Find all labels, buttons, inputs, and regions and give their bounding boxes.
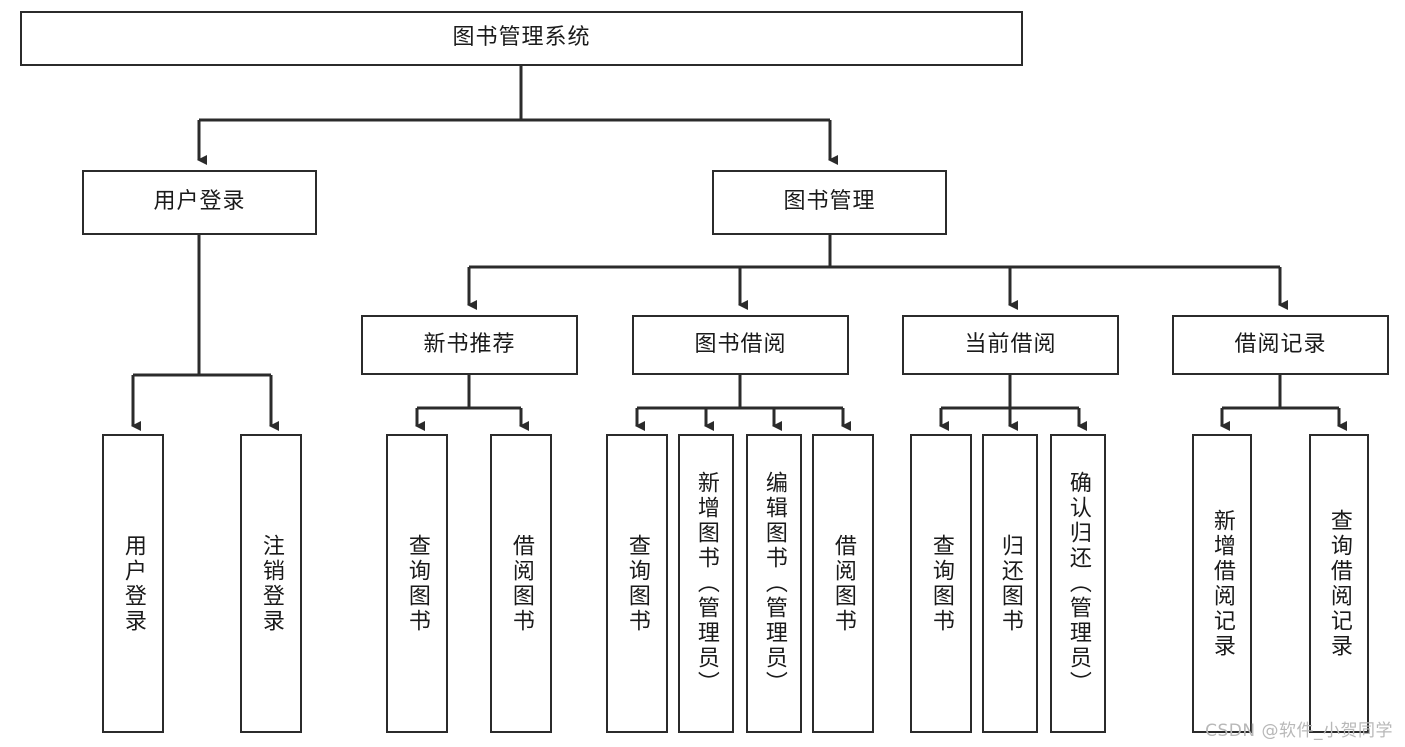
node-leaf-edit-book-admin-label: 编辑图书（管理员）	[761, 471, 787, 696]
node-leaf-add-book-admin[interactable]: 新增图书（管理员）	[678, 434, 734, 733]
node-leaf-confirm-return-admin[interactable]: 确认归还（管理员）	[1050, 434, 1106, 733]
node-book-borrow-label: 图书借阅	[694, 331, 787, 357]
node-user-login-label: 用户登录	[153, 189, 246, 215]
node-current-borrow-label: 当前借阅	[964, 331, 1057, 357]
node-leaf-recommend-borrow-book[interactable]: 借阅图书	[490, 434, 552, 733]
node-leaf-query-borrow-record-label: 查询借阅记录	[1326, 508, 1352, 659]
node-leaf-confirm-return-admin-label: 确认归还（管理员）	[1065, 471, 1091, 696]
node-root-label: 图书管理系统	[452, 25, 591, 51]
node-user-login[interactable]: 用户登录	[82, 170, 317, 235]
node-leaf-add-borrow-record[interactable]: 新增借阅记录	[1192, 434, 1252, 733]
node-leaf-borrow-query-book[interactable]: 查询图书	[606, 434, 668, 733]
node-leaf-query-borrow-record[interactable]: 查询借阅记录	[1309, 434, 1369, 733]
node-leaf-login[interactable]: 用户登录	[102, 434, 164, 733]
node-new-book-recommend-label: 新书推荐	[423, 331, 516, 357]
node-leaf-return-book-label: 归还图书	[997, 533, 1023, 634]
node-leaf-current-query-book[interactable]: 查询图书	[910, 434, 972, 733]
node-leaf-recommend-query-book[interactable]: 查询图书	[386, 434, 448, 733]
node-book-borrow[interactable]: 图书借阅	[632, 315, 849, 375]
node-current-borrow[interactable]: 当前借阅	[902, 315, 1119, 375]
node-book-manage-label: 图书管理	[783, 189, 876, 215]
node-leaf-borrow-query-book-label: 查询图书	[624, 533, 650, 634]
node-leaf-current-query-book-label: 查询图书	[928, 533, 954, 634]
node-new-book-recommend[interactable]: 新书推荐	[361, 315, 578, 375]
node-leaf-logout[interactable]: 注销登录	[240, 434, 302, 733]
node-borrow-record[interactable]: 借阅记录	[1172, 315, 1389, 375]
node-leaf-add-book-admin-label: 新增图书（管理员）	[693, 471, 719, 696]
node-leaf-borrow-borrow-book-label: 借阅图书	[830, 533, 856, 634]
node-root[interactable]: 图书管理系统	[20, 11, 1023, 66]
node-leaf-recommend-borrow-book-label: 借阅图书	[508, 533, 534, 634]
node-borrow-record-label: 借阅记录	[1234, 331, 1327, 357]
node-leaf-recommend-query-book-label: 查询图书	[404, 533, 430, 634]
node-leaf-borrow-borrow-book[interactable]: 借阅图书	[812, 434, 874, 733]
node-leaf-return-book[interactable]: 归还图书	[982, 434, 1038, 733]
node-leaf-edit-book-admin[interactable]: 编辑图书（管理员）	[746, 434, 802, 733]
node-leaf-login-label: 用户登录	[120, 533, 146, 634]
node-leaf-add-borrow-record-label: 新增借阅记录	[1209, 508, 1235, 659]
node-book-manage[interactable]: 图书管理	[712, 170, 947, 235]
node-leaf-logout-label: 注销登录	[258, 533, 284, 634]
